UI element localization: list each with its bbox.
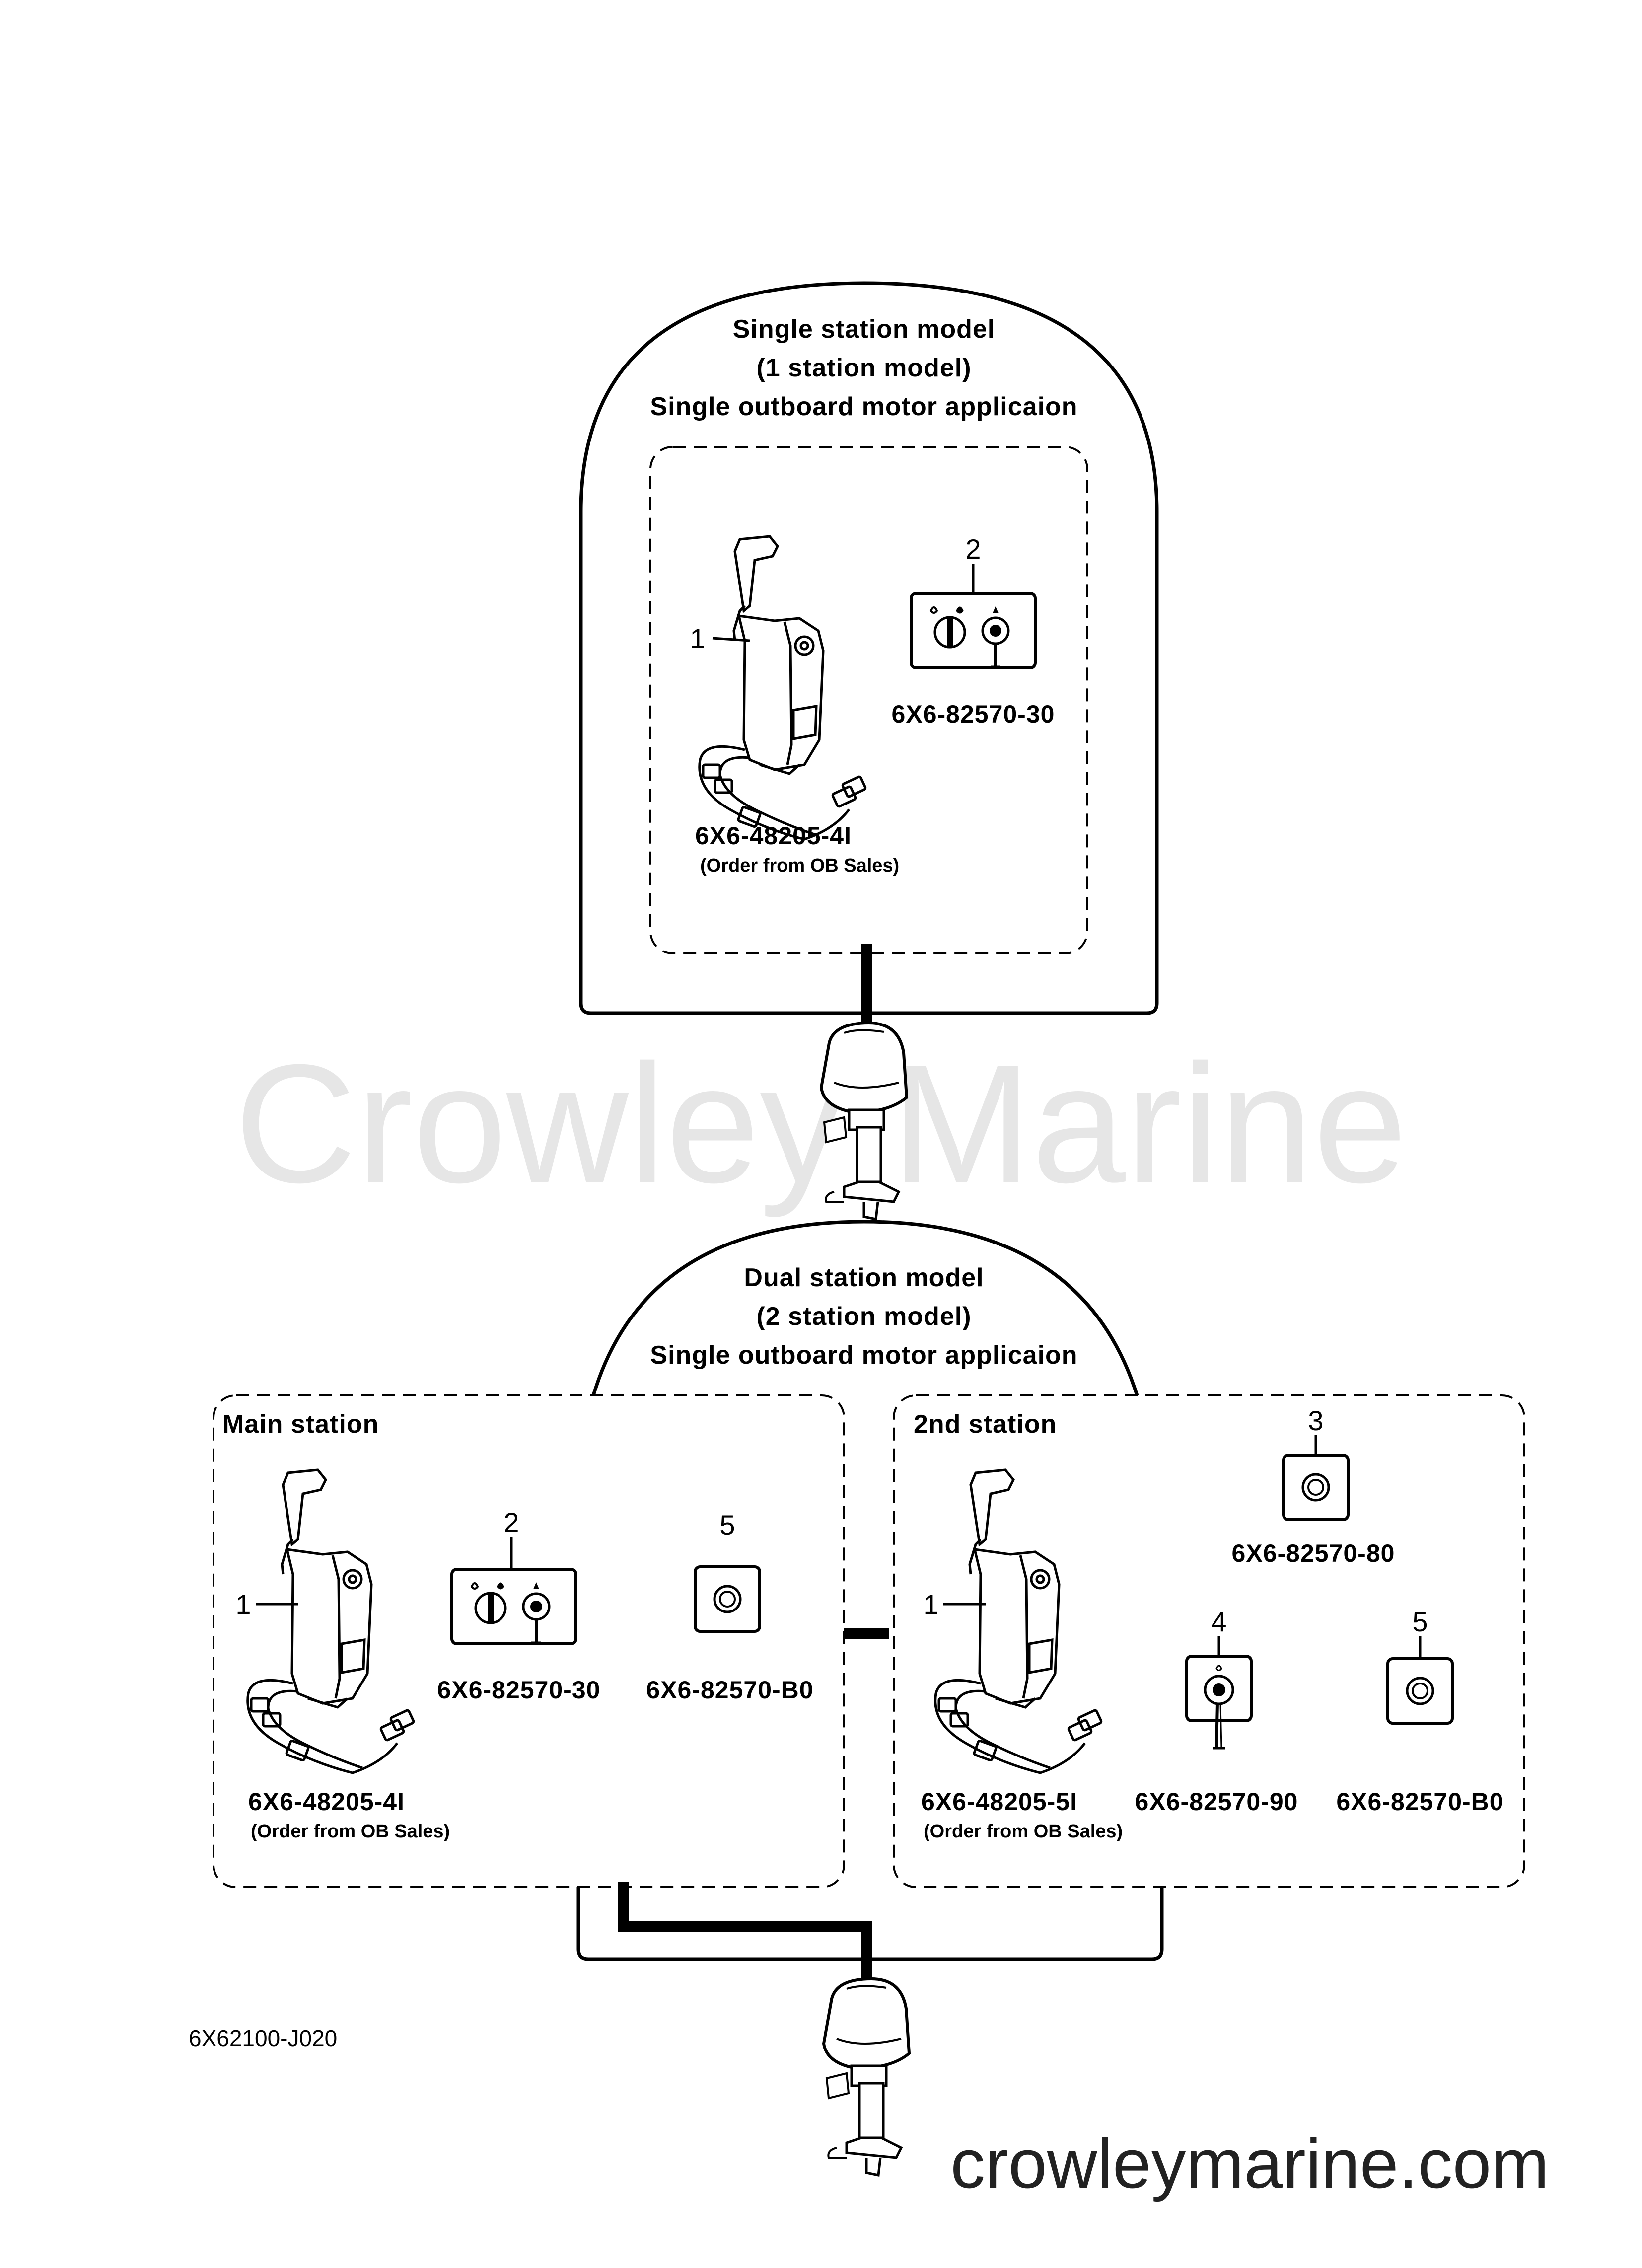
main-part-2: 6X6-82570-30: [437, 1676, 601, 1704]
second-station-label: 2nd station: [914, 1410, 1057, 1439]
remote-control-lever-icon: [700, 536, 866, 839]
second-ref-5: 5: [1412, 1606, 1428, 1637]
single-part-1: 6X6-48205-4I: [695, 822, 852, 850]
second-ref-3: 3: [1308, 1405, 1323, 1436]
single-ref-1: 1: [690, 623, 705, 654]
remote-control-lever-icon: [935, 1470, 1102, 1773]
second-ref-4: 4: [1211, 1606, 1226, 1637]
main-ref-1: 1: [235, 1589, 251, 1620]
single-station-parts-box: [649, 446, 1088, 954]
remote-control-lever-icon: [248, 1470, 414, 1773]
lanyard-switch-icon: [1187, 1656, 1251, 1748]
push-switch-icon: [1388, 1659, 1452, 1723]
second-station-box: [893, 1394, 1525, 1888]
second-part-1: 6X6-48205-5I: [921, 1788, 1077, 1816]
second-part-4: 6X6-82570-90: [1135, 1788, 1298, 1816]
dual-station-title-3: Single outboard motor applicaion: [650, 1341, 1077, 1370]
main-ref-5: 5: [719, 1509, 735, 1540]
main-part-1: 6X6-48205-4I: [248, 1788, 405, 1816]
main-station-label: Main station: [222, 1410, 379, 1439]
main-station-cable: [618, 1882, 872, 1986]
main-ref-2: 2: [503, 1507, 519, 1538]
single-ref-2: 2: [965, 533, 981, 565]
push-switch-icon: [695, 1567, 760, 1631]
dual-station-title-2: (2 station model): [756, 1302, 971, 1331]
second-part-5: 6X6-82570-B0: [1336, 1788, 1503, 1816]
main-station-box: [213, 1394, 845, 1888]
single-station-enclosure: [579, 281, 1159, 1015]
main-switch-panel-icon: [452, 1569, 576, 1644]
single-station-title-2: (1 station model): [756, 354, 971, 382]
push-switch-icon: [1284, 1455, 1348, 1520]
dual-station-dome: [591, 1220, 1139, 1396]
harness-loop: [576, 1887, 1164, 1961]
single-station-title-3: Single outboard motor applicaion: [650, 392, 1077, 421]
dual-station-title-1: Dual station model: [744, 1263, 984, 1292]
second-ref-1: 1: [923, 1589, 938, 1620]
single-part-2: 6X6-82570-30: [892, 700, 1055, 728]
single-station-title-1: Single station model: [733, 315, 996, 344]
main-switch-panel-icon: [911, 593, 1035, 668]
main-note-1: (Order from OB Sales): [251, 1821, 450, 1842]
watermark: Crowley Marine: [234, 1029, 1407, 1219]
second-note-1: (Order from OB Sales): [924, 1821, 1123, 1842]
single-note-1: (Order from OB Sales): [700, 855, 899, 876]
main-part-5: 6X6-82570-B0: [646, 1676, 813, 1704]
diagram-code: 6X62100-J020: [189, 2025, 337, 2051]
outboard-motor-icon: [824, 1979, 909, 2175]
site-url[interactable]: crowleymarine.com: [950, 2124, 1549, 2202]
second-part-3: 6X6-82570-80: [1232, 1539, 1395, 1567]
